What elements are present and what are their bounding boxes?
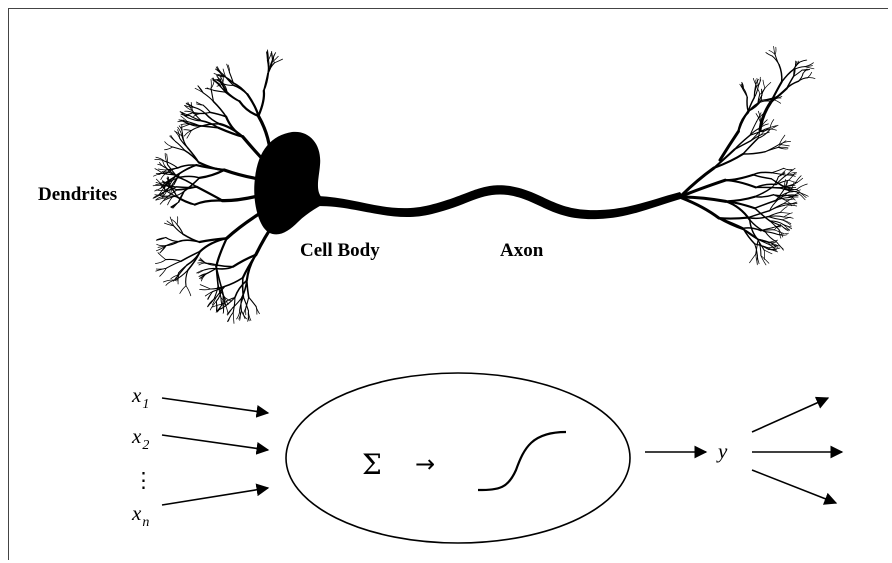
input-xn-label: xn (131, 501, 149, 530)
dendrites-label: Dendrites (38, 184, 117, 205)
neuron-ellipse (286, 373, 630, 543)
input-arrow-1 (162, 398, 268, 413)
input-x2-label: x2 (131, 424, 149, 453)
sum-to-activation-arrow: → (415, 450, 435, 478)
output-y-label: y (716, 439, 728, 463)
cell-body-label: Cell Body (300, 240, 380, 261)
sigmoid-curve (478, 432, 566, 490)
axon-shape (318, 185, 684, 219)
artificial-neuron: x1 x2 ⋮ xn Σ → y (131, 373, 842, 543)
input-ellipsis: ⋮ (133, 468, 154, 492)
axon-label: Axon (500, 240, 544, 261)
input-x1-label: x1 (131, 383, 149, 412)
axon-terminal-tree (682, 46, 815, 265)
biological-neuron (153, 46, 815, 323)
input-arrow-n (162, 488, 268, 505)
sum-symbol: Σ (362, 448, 382, 481)
output-arrow-down (752, 470, 836, 503)
output-arrow-up (752, 398, 828, 432)
cell-body-shape (254, 132, 330, 235)
input-arrow-2 (162, 435, 268, 450)
